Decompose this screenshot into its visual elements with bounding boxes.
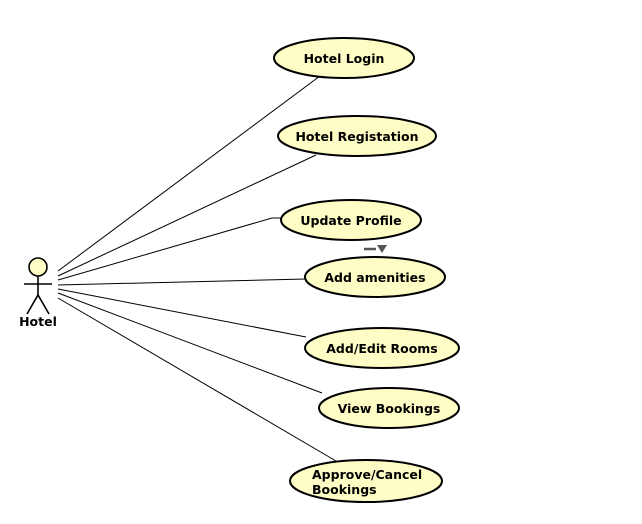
actor-head xyxy=(28,257,48,277)
use-case-view-bookings[interactable]: View Bookings xyxy=(318,387,460,429)
use-case-ellipse xyxy=(304,256,446,298)
use-case-ellipse xyxy=(277,115,437,157)
association-add-edit-rooms xyxy=(57,288,307,338)
use-case-ellipse xyxy=(304,327,460,369)
relationship-marker xyxy=(364,245,387,253)
use-case-ellipse xyxy=(289,459,443,503)
use-case-add-edit-rooms[interactable]: Add/Edit Rooms xyxy=(304,327,460,369)
use-case-add-amenities[interactable]: Add amenities xyxy=(304,256,446,298)
associations xyxy=(57,75,337,462)
use-case-label: Hotel Login xyxy=(304,51,385,66)
use-case-ellipse xyxy=(273,37,415,79)
association-hotel-login xyxy=(57,75,321,272)
use-case-ellipse xyxy=(280,199,422,241)
use-case-update-profile[interactable]: Update Profile xyxy=(280,199,422,241)
use-case-label: Add amenities xyxy=(324,270,425,285)
association-hotel-registation xyxy=(57,154,317,277)
actor-label: Hotel xyxy=(19,314,57,329)
use-case-label-line-2: Bookings xyxy=(312,482,377,497)
use-case-label: Hotel Registation xyxy=(295,129,418,144)
use-case-label: Update Profile xyxy=(300,213,401,228)
actor-legs xyxy=(26,293,50,315)
use-case-approve-cancel-bookings[interactable]: Approve/Cancel Bookings xyxy=(289,459,443,503)
use-case-hotel-login[interactable]: Hotel Login xyxy=(273,37,415,79)
use-case-label-line-1: Approve/Cancel xyxy=(312,467,422,482)
association-view-bookings xyxy=(57,292,323,394)
use-case-hotel-registation[interactable]: Hotel Registation xyxy=(277,115,437,157)
use-case-ellipse xyxy=(318,387,460,429)
marker-arrow-icon xyxy=(377,245,387,253)
use-case-label: Add/Edit Rooms xyxy=(326,341,438,356)
actor-hotel: Hotel xyxy=(19,257,57,329)
association-approve-cancel-bookings xyxy=(57,297,337,462)
association-update-profile xyxy=(57,217,282,281)
use-cases: Hotel Login Hotel Registation Update Pro… xyxy=(273,37,460,503)
use-case-label: View Bookings xyxy=(338,401,441,416)
association-add-amenities xyxy=(57,278,307,286)
